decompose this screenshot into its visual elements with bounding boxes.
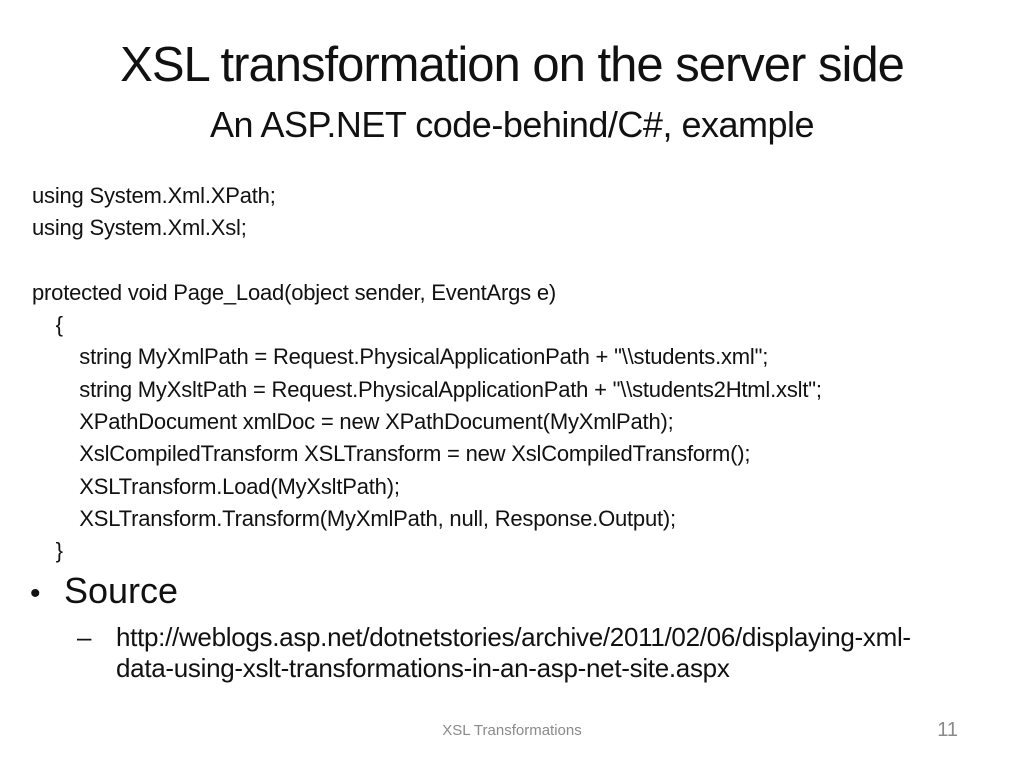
code-line: }: [32, 538, 63, 564]
code-line: using System.Xml.Xsl;: [32, 215, 247, 241]
code-block: using System.Xml.XPath; using System.Xml.…: [32, 180, 822, 568]
dash-icon: –: [77, 622, 92, 652]
slide-title: XSL transformation on the server side: [120, 38, 905, 92]
source-url: http://weblogs.asp.net/dotnetstories/arc…: [116, 622, 911, 684]
code-line: [32, 245, 822, 277]
code-line: XslCompiledTransform XSLTransform = new …: [32, 441, 751, 467]
source-label: Source: [64, 570, 179, 611]
page-number: 11: [937, 719, 958, 741]
bullet-icon: •: [30, 577, 41, 610]
code-line: string MyXsltPath = Request.PhysicalAppl…: [32, 376, 822, 402]
code-line: using System.Xml.XPath;: [32, 183, 276, 208]
footer-title: XSL Transformations: [442, 722, 582, 739]
source-url-line1: http://weblogs.asp.net/dotnetstories/arc…: [116, 622, 911, 652]
source-bullet-item: • Source: [30, 569, 178, 616]
code-line: XSLTransform.Transform(MyXmlPath, null, …: [32, 505, 676, 531]
code-line: XPathDocument xmlDoc = new XPathDocument…: [32, 409, 674, 435]
code-line: string MyXmlPath = Request.PhysicalAppli…: [32, 344, 769, 370]
footer: XSL Transformations: [0, 722, 1024, 739]
slide-subtitle: An ASP.NET code-behind/C#, example: [209, 104, 815, 145]
source-url-item: – http://weblogs.asp.net/dotnetstories/a…: [77, 622, 911, 684]
code-line: {: [32, 312, 63, 338]
code-line: XSLTransform.Load(MyXsltPath);: [32, 473, 400, 499]
code-line: protected void Page_Load(object sender, …: [32, 279, 557, 305]
source-url-line2: data-using-xslt-transformations-in-an-as…: [116, 653, 730, 683]
